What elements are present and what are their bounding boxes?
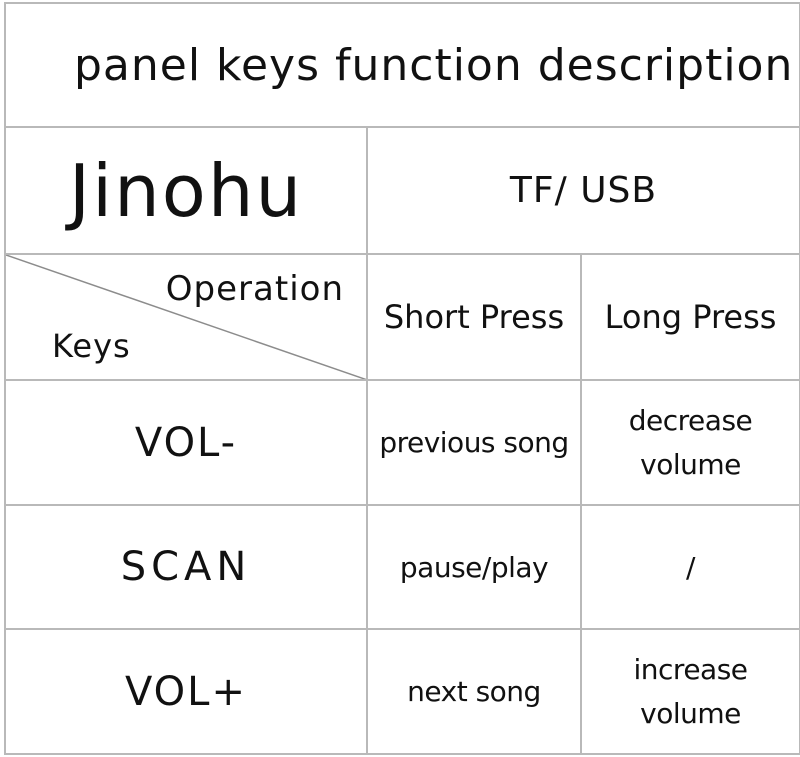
- brand-row: Jinohu TF/ USB: [4, 126, 800, 255]
- short-press-header: Short Press: [366, 252, 582, 382]
- title-row: panel keys function description: [3, 1, 800, 129]
- long-press-line: volume: [640, 447, 741, 481]
- key-name: SCAN: [4, 503, 368, 631]
- table-row: VOL+ next song increase volume: [4, 628, 800, 755]
- short-press-action: previous song: [366, 379, 582, 506]
- mode-label: TF/ USB: [365, 126, 800, 255]
- key-name: VOL-: [4, 379, 368, 506]
- key-function-table: panel keys function description Jinohu T…: [3, 1, 800, 755]
- keys-label: Keys: [52, 327, 131, 366]
- long-press-header: Long Press: [579, 252, 800, 382]
- header-row: Operation Keys Short Press Long Press: [4, 252, 800, 382]
- long-press-action: decrease volume: [579, 379, 800, 506]
- key-name: VOL+: [4, 628, 368, 755]
- long-press-line: volume: [640, 696, 741, 730]
- operation-label: Operation: [165, 268, 344, 309]
- short-press-action: next song: [366, 628, 582, 755]
- table-title: panel keys function description: [3, 1, 800, 129]
- short-press-action: pause/play: [366, 503, 582, 631]
- long-press-line: /: [686, 550, 695, 584]
- long-press-line: decrease: [628, 404, 753, 438]
- long-press-action: /: [579, 503, 800, 631]
- brand-name: Jinohu: [4, 126, 368, 255]
- long-press-action: increase volume: [579, 628, 800, 755]
- table-row: VOL- previous song decrease volume: [4, 379, 800, 506]
- long-press-line: increase: [633, 653, 749, 687]
- diagonal-header-cell: Operation Keys: [4, 252, 368, 382]
- diagonal-divider-line: [7, 255, 365, 379]
- table-row: SCAN pause/play /: [4, 503, 800, 631]
